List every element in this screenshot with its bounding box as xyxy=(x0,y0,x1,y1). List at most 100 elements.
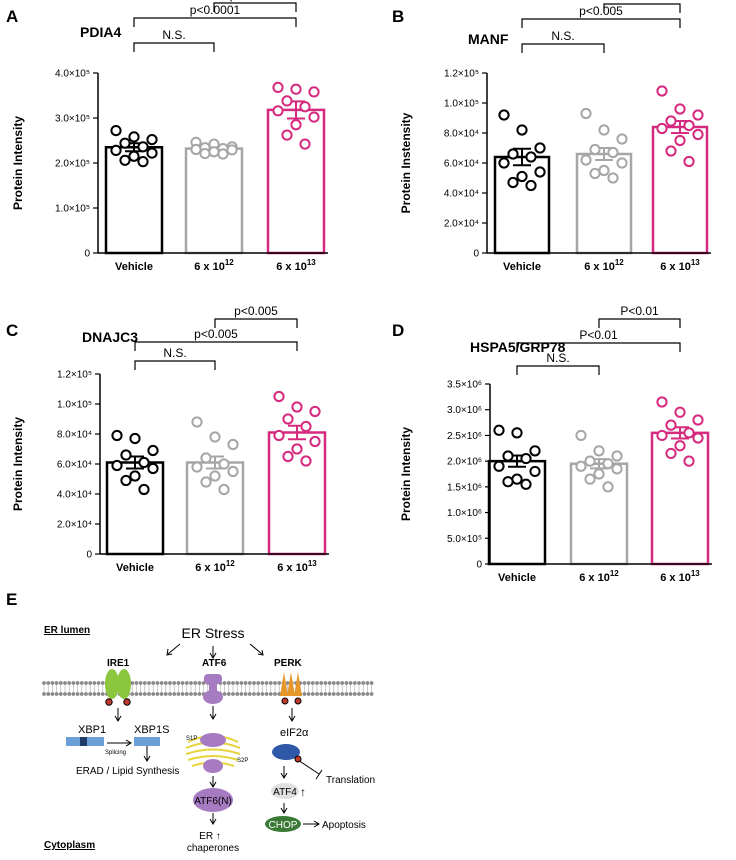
lipid-head xyxy=(323,681,328,685)
lipid-head xyxy=(235,692,240,696)
data-point xyxy=(299,138,311,150)
er-chaperones-line1: ER ↑ xyxy=(199,831,221,842)
data-point xyxy=(111,429,123,442)
lipid-head xyxy=(315,692,319,696)
lipid-head xyxy=(231,692,235,696)
data-point xyxy=(593,445,605,457)
data-point xyxy=(665,447,677,460)
data-point xyxy=(281,129,293,141)
data-point xyxy=(683,455,695,467)
lipid-head xyxy=(42,681,46,685)
lipid-head xyxy=(46,681,51,685)
data-point xyxy=(200,476,212,488)
lipid-head xyxy=(340,681,345,685)
y-tick-label: 2.0×10⁶ xyxy=(447,457,482,468)
data-point xyxy=(282,450,294,463)
lipid-head xyxy=(168,692,172,696)
data-point xyxy=(598,164,610,177)
data-point xyxy=(493,460,505,472)
y-tick-label: 4.0×10⁵ xyxy=(55,69,90,80)
y-tick-label: 5.0×10⁵ xyxy=(447,534,482,545)
data-point xyxy=(137,141,149,153)
ire1-arrows xyxy=(107,708,151,762)
significance-bracket xyxy=(133,17,297,27)
lipid-head xyxy=(252,692,256,696)
lipid-head xyxy=(231,681,235,685)
lipid-head xyxy=(79,681,84,685)
er-chaperones-line2: chaperones xyxy=(187,843,239,854)
significance-label: N.S. xyxy=(546,351,569,365)
lipid-head xyxy=(306,692,311,696)
lipid-head xyxy=(180,681,185,685)
data-point xyxy=(137,156,149,168)
data-point xyxy=(281,95,293,107)
data-point xyxy=(147,444,159,457)
category-label: Vehicle xyxy=(116,562,154,574)
eif2a-node xyxy=(272,744,300,760)
atf6-receptor xyxy=(203,674,223,704)
data-point xyxy=(493,424,505,436)
y-tick-label: 1.2×10⁵ xyxy=(444,69,479,80)
lipid-head xyxy=(63,692,67,696)
lipid-head xyxy=(134,692,139,696)
data-point xyxy=(218,458,230,470)
lipid-head xyxy=(306,681,311,685)
y-tick-label: 3.5×10⁶ xyxy=(447,380,482,391)
category-label: 6 x 1013 xyxy=(660,258,700,273)
y-tick-label: 3.0×10⁶ xyxy=(447,405,482,416)
lipid-head xyxy=(222,681,227,685)
lipid-head xyxy=(319,692,324,696)
data-point xyxy=(300,420,312,433)
lipid-head xyxy=(79,692,84,696)
perk-receptor xyxy=(280,672,302,705)
data-point xyxy=(290,83,302,95)
lipid-head xyxy=(134,681,139,685)
data-point xyxy=(692,128,704,141)
atf6-arrows xyxy=(209,706,217,825)
lipid-head xyxy=(172,692,177,696)
lipid-head xyxy=(260,681,265,685)
data-point xyxy=(520,452,532,465)
lipid-head xyxy=(54,692,59,696)
lipid-head xyxy=(302,681,307,685)
lipid-head xyxy=(357,692,361,696)
translation-label: Translation xyxy=(326,775,375,786)
data-point xyxy=(529,465,541,478)
significance-label: P<0.01 xyxy=(579,328,618,342)
lipid-head xyxy=(247,692,252,696)
lipid-head xyxy=(239,692,244,696)
data-point xyxy=(674,406,686,418)
lipid-head xyxy=(159,681,164,685)
data-point xyxy=(516,124,528,136)
lipid-head xyxy=(256,681,261,685)
y-tick-label: 1.2×10⁵ xyxy=(57,370,92,381)
lipid-head xyxy=(201,681,206,685)
lipid-head xyxy=(42,692,46,696)
data-point xyxy=(683,427,695,439)
lipid-head xyxy=(260,692,265,696)
category-label: 6 x 1012 xyxy=(584,258,624,273)
data-point xyxy=(602,458,614,470)
lipid-head xyxy=(273,681,277,685)
bar xyxy=(266,108,326,255)
data-point xyxy=(111,459,123,472)
data-point xyxy=(273,390,285,403)
significance-label: N.S. xyxy=(163,346,186,360)
data-point xyxy=(674,103,686,115)
significance-bracket xyxy=(134,341,298,351)
lipid-head xyxy=(138,681,143,685)
data-point xyxy=(534,142,546,154)
lipid-head xyxy=(71,692,76,696)
lipid-head xyxy=(172,681,177,685)
data-point xyxy=(529,445,541,457)
lipid-head xyxy=(50,681,55,685)
data-point xyxy=(520,478,532,490)
lipid-head xyxy=(130,692,135,696)
lipid-head xyxy=(163,681,168,685)
y-tick-label: 1.0×10⁵ xyxy=(57,400,92,411)
data-point xyxy=(308,111,320,123)
y-tick-label: 3.0×10⁵ xyxy=(55,114,90,125)
y-tick-label: 2.5×10⁶ xyxy=(447,431,482,442)
significance-bracket xyxy=(516,365,600,375)
